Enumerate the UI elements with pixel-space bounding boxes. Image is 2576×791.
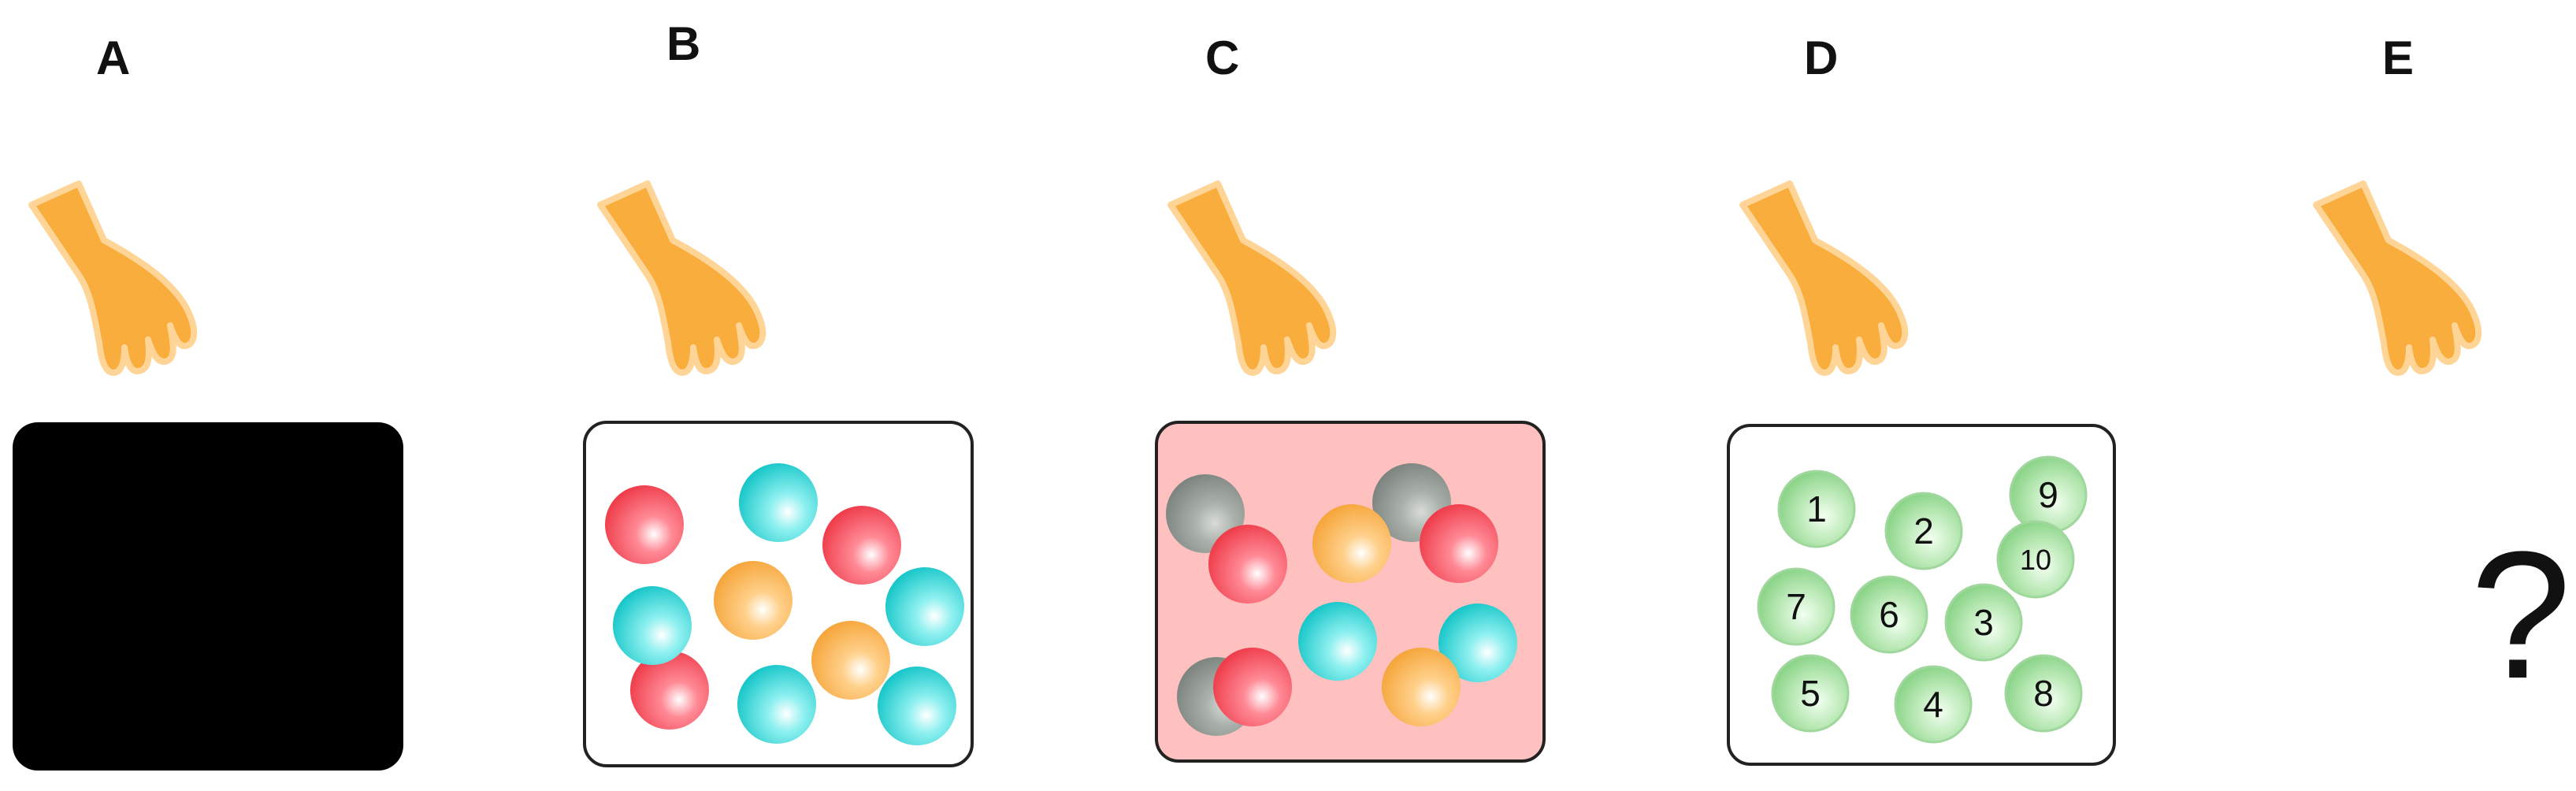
hand-icon xyxy=(32,184,194,373)
ball-cyan xyxy=(885,567,964,646)
ball-number-label: 8 xyxy=(2033,673,2054,714)
panel-letter-a: A xyxy=(96,32,130,84)
ball-number-label: 1 xyxy=(1806,488,1827,529)
ball-number-label: 4 xyxy=(1923,684,1943,725)
numbered-ball xyxy=(1944,583,2023,662)
numbered-ball xyxy=(1777,470,1856,548)
hand-icon xyxy=(1743,184,1905,373)
ball-cyan xyxy=(878,667,956,745)
ball-number-label: 3 xyxy=(1973,602,1994,643)
ball-number-label: 9 xyxy=(2038,474,2058,515)
ball-red xyxy=(1208,525,1287,603)
ball-red xyxy=(630,651,709,730)
ball-red xyxy=(822,506,901,585)
numbered-ball xyxy=(1771,654,1850,733)
balls-c xyxy=(1166,463,1517,736)
ball-number-label: 6 xyxy=(1879,594,1899,635)
ball-number-label: 5 xyxy=(1800,673,1821,714)
question-mark: ? xyxy=(2470,514,2571,716)
panel-letter-d: D xyxy=(1804,32,1838,84)
ball-cyan xyxy=(739,463,818,542)
panel-letter-b: B xyxy=(666,17,700,70)
numbered-ball xyxy=(1757,567,1835,646)
ball-red xyxy=(1213,648,1292,726)
panel-letter-e: E xyxy=(2382,32,2414,84)
ball-orange xyxy=(714,561,792,640)
ball-red xyxy=(605,485,684,564)
ball-number-label: 2 xyxy=(1913,511,1934,551)
dark-box xyxy=(13,422,403,771)
numbered-ball xyxy=(1884,492,1963,570)
balls-b xyxy=(605,463,964,745)
ball-cyan xyxy=(1298,602,1377,681)
numbered-ball xyxy=(2004,654,2083,733)
numbered-ball xyxy=(1894,665,1973,744)
ball-orange xyxy=(1382,648,1461,726)
ball-cyan xyxy=(737,665,816,744)
ball-cyan xyxy=(613,586,692,665)
numbered-ball xyxy=(1850,575,1928,654)
ball-number-label: 10 xyxy=(2020,544,2051,576)
ball-cyan xyxy=(1438,603,1517,682)
ball-number-label: 7 xyxy=(1786,586,1806,627)
numbered-ball xyxy=(1996,520,2075,599)
hand-icon xyxy=(600,184,763,373)
numbered-balls-d: 1 2 9 10 7 6 3 5 4 8 xyxy=(1757,455,2088,744)
hand-icon xyxy=(2316,184,2478,373)
hand-icon xyxy=(1171,184,1333,373)
ball-orange xyxy=(1312,504,1391,583)
ball-orange xyxy=(811,621,890,700)
panel-letter-c: C xyxy=(1205,32,1239,84)
ball-red xyxy=(1420,504,1498,583)
